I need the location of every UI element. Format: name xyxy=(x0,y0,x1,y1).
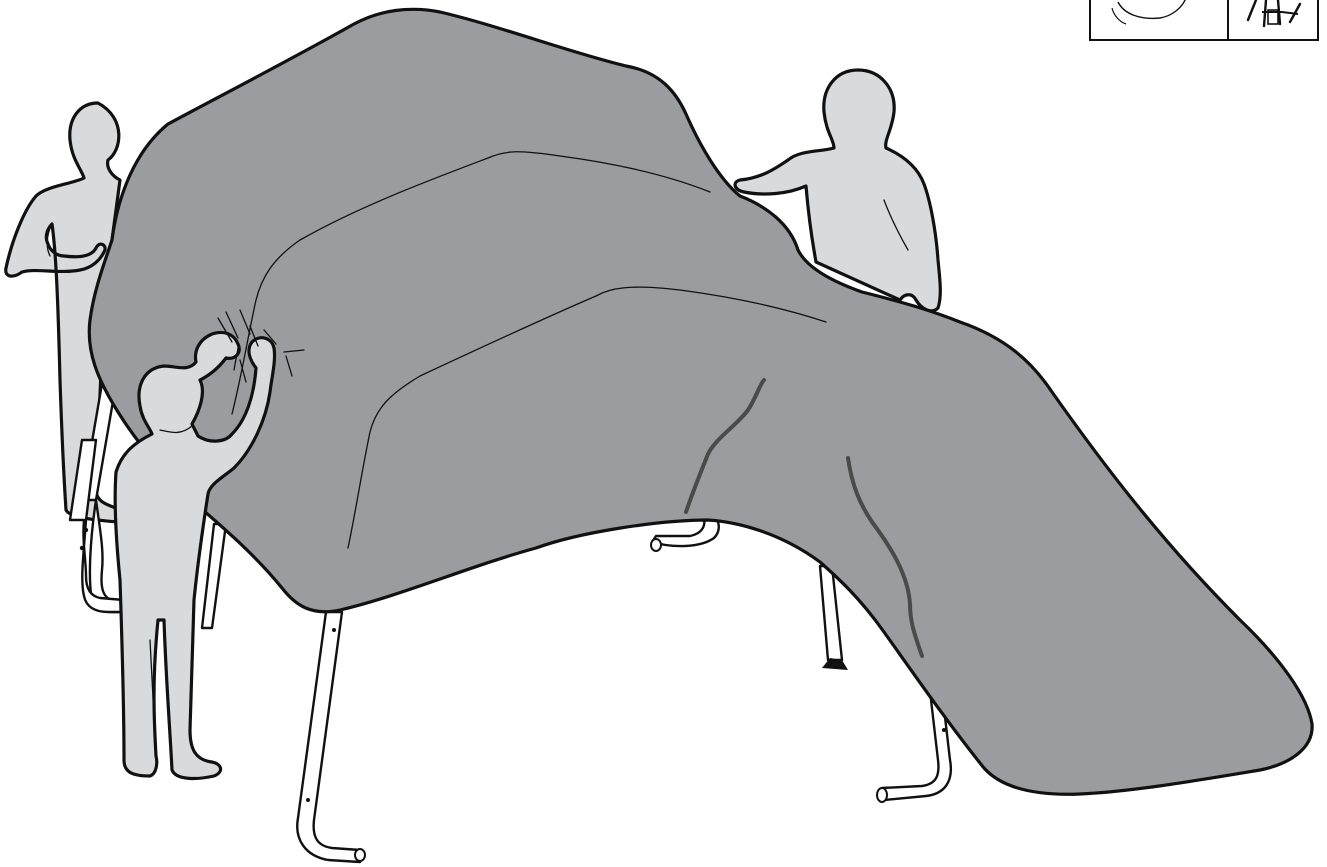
inset-icon-panel xyxy=(1090,0,1318,40)
pool-cover xyxy=(89,9,1312,794)
frame-leg-front-left xyxy=(297,612,365,862)
frame-leg-front-middle xyxy=(202,524,226,628)
